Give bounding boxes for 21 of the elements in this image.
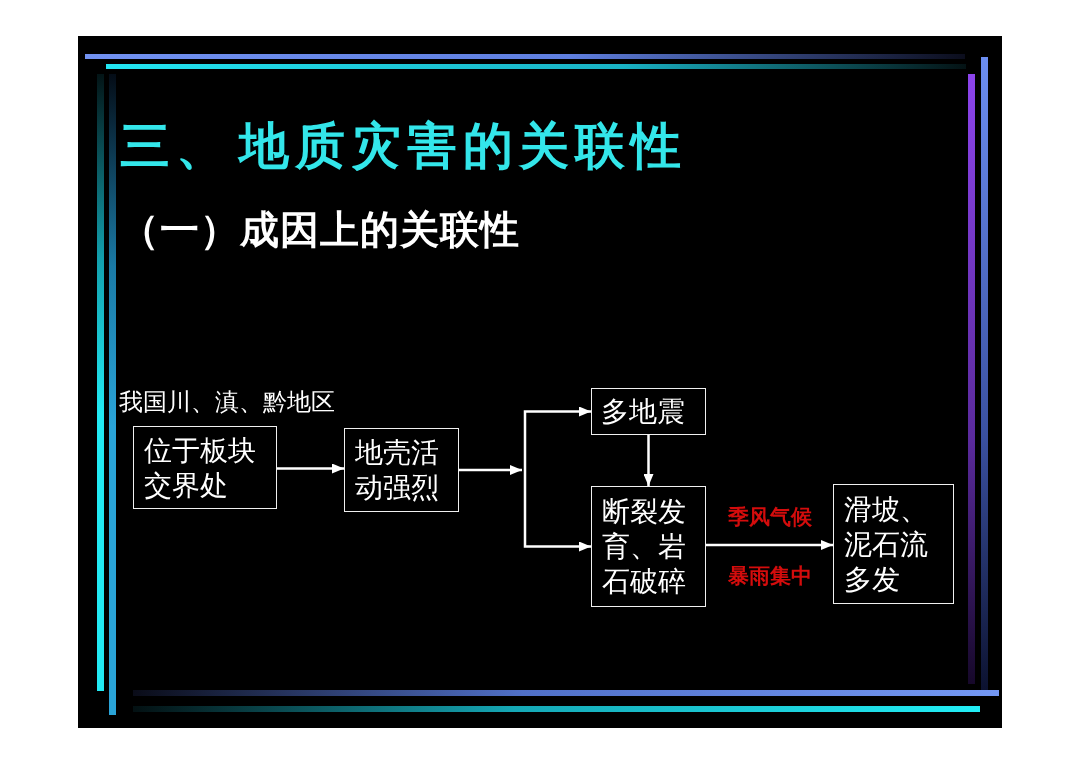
slide-title: 三、 地质灾害的关联性 (120, 117, 688, 175)
arrow (523, 470, 591, 552)
arrow-label: 季风气候 (727, 504, 812, 530)
process-box (591, 388, 706, 435)
process-box (133, 426, 277, 509)
arrow (459, 465, 522, 475)
arrow-label: 暴雨集中 (728, 563, 812, 589)
slide-subtitle: （一）成因上的关联性 (120, 207, 520, 253)
process-box (344, 428, 459, 512)
box-text: 滑坡、泥石流多发 (844, 491, 928, 597)
process-box (591, 486, 706, 607)
arrow (706, 540, 833, 550)
region-caption: 我国川、滇、黔地区 (119, 388, 335, 416)
arrow (523, 406, 591, 470)
box-text: 断裂发育、岩石破碎 (602, 494, 686, 599)
box-text: 地壳活动强烈 (355, 435, 439, 505)
box-text: 多地震 (601, 394, 685, 429)
box-text: 位于板块交界处 (144, 432, 256, 503)
arrow (277, 463, 344, 474)
process-box (833, 484, 954, 604)
arrow (643, 435, 654, 486)
